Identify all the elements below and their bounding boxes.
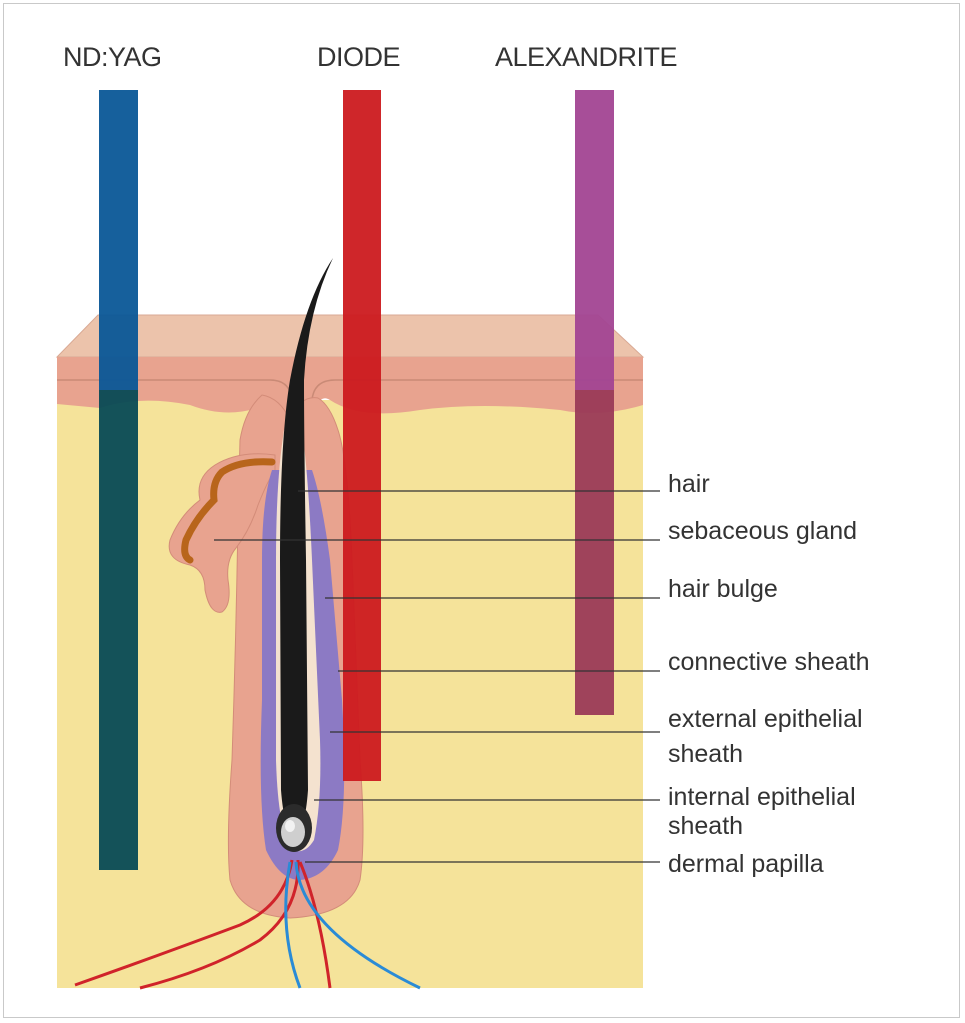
ndyag-beam-lower [99, 390, 138, 870]
laser-label-ndyag: ND:YAG [63, 42, 162, 72]
dermal-papilla-highlight [285, 820, 295, 832]
laser-label-diode: DIODE [317, 42, 400, 72]
callout-lines [214, 490, 660, 863]
sebaceous-gland-lobe [168, 453, 276, 613]
blood-vessels [74, 859, 421, 990]
vein [294, 861, 421, 990]
label-internal-epithelial-sheath-2: sheath [668, 812, 743, 840]
ndyag-beam-upper [99, 90, 138, 390]
alexandrite-beam-upper [575, 90, 614, 390]
label-dermal-papilla: dermal papilla [668, 850, 824, 878]
laser-beams [99, 90, 614, 870]
label-sebaceous-gland: sebaceous gland [668, 517, 857, 545]
label-hair-bulge: hair bulge [668, 575, 778, 603]
diode-beam [343, 90, 381, 781]
epidermis-layer [57, 357, 643, 475]
sebaceous-gland-duct [181, 458, 276, 564]
artery [74, 859, 294, 987]
vein [284, 861, 302, 989]
label-hair: hair [668, 470, 710, 498]
label-external-epithelial-sheath-1: external epithelial [668, 705, 863, 733]
alexandrite-beam-lower [575, 390, 614, 715]
artery [139, 859, 300, 990]
label-internal-epithelial-sheath-1: internal epithelial [668, 783, 856, 811]
laser-label-alexandrite: ALEXANDRITE [495, 42, 677, 72]
label-connective-sheath: connective sheath [668, 648, 870, 676]
label-external-epithelial-sheath-2: sheath [668, 740, 743, 768]
artery [298, 861, 332, 989]
hair-shaft [280, 258, 333, 835]
